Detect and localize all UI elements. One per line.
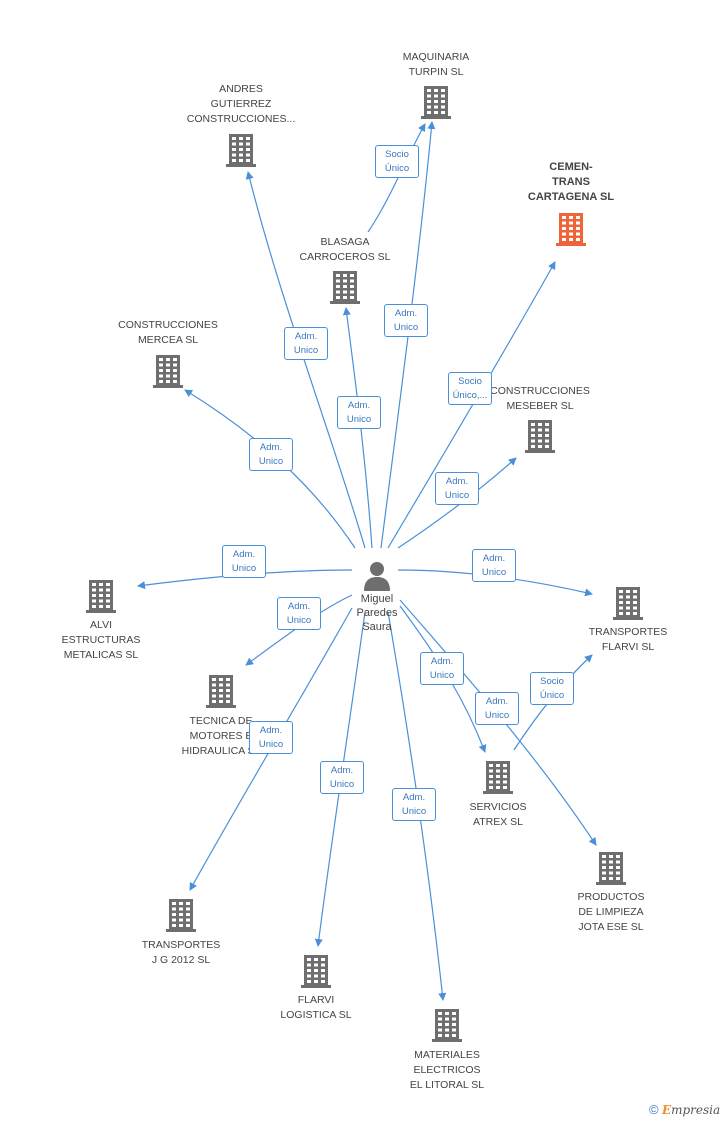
edge-label-atrex-tflarvi[interactable]: Socio Único <box>530 672 574 705</box>
center-person[interactable]: Miguel Paredes Saura <box>337 560 417 634</box>
company-label-alvi[interactable]: ALVI ESTRUCTURAS METALICAS SL <box>41 618 161 663</box>
building-icon <box>153 355 183 388</box>
company-label-atrex[interactable]: SERVICIOS ATREX SL <box>438 800 558 830</box>
building-icon <box>432 1009 462 1042</box>
edge-label-center-mercea[interactable]: Adm. Unico <box>249 438 293 471</box>
building-icon <box>226 134 256 167</box>
edge-label-center-cemen[interactable]: Socio Único,... <box>448 372 492 405</box>
building-icon <box>525 420 555 453</box>
company-name: MATERIALES ELECTRICOS EL LITORAL SL <box>409 1049 485 1091</box>
company-node-mercea[interactable] <box>108 353 228 389</box>
company-name: CEMEN- TRANS CARTAGENA SL <box>527 161 615 203</box>
company-name: CONSTRUCCIONES MESEBER SL <box>490 385 590 412</box>
company-node-blasaga[interactable] <box>285 269 405 305</box>
copyright-icon: © <box>649 1102 659 1117</box>
company-name: ANDRES GUTIERREZ CONSTRUCCIONES... <box>186 83 296 125</box>
company-label-litoral[interactable]: MATERIALES ELECTRICOS EL LITORAL SL <box>387 1048 507 1093</box>
company-label-andres[interactable]: ANDRES GUTIERREZ CONSTRUCCIONES... <box>181 82 301 127</box>
edge-center-cemen <box>387 261 556 549</box>
company-label-cemen[interactable]: CEMEN- TRANS CARTAGENA SL <box>511 160 631 205</box>
building-icon <box>86 580 116 613</box>
edge-label-blasaga-turpin[interactable]: Socio Único <box>375 145 419 178</box>
person-icon <box>364 562 390 591</box>
edge-label-center-tecnica[interactable]: Adm. Unico <box>277 597 321 630</box>
company-label-turpin[interactable]: MAQUINARIA TURPIN SL <box>376 50 496 80</box>
building-icon <box>613 587 643 620</box>
footer-brand: © Empresia <box>649 1102 720 1117</box>
company-label-tflarvi[interactable]: TRANSPORTES FLARVI SL <box>568 625 688 655</box>
building-icon <box>421 86 451 119</box>
building-icon <box>596 852 626 885</box>
company-node-jg[interactable] <box>121 897 241 933</box>
company-node-turpin[interactable] <box>376 84 496 120</box>
company-name: MAQUINARIA TURPIN SL <box>402 51 470 78</box>
edge-label-center-atrex[interactable]: Adm. Unico <box>420 652 464 685</box>
edge-label-center-flarvi[interactable]: Adm. Unico <box>320 761 364 794</box>
company-node-alvi[interactable] <box>41 578 161 614</box>
company-label-mercea[interactable]: CONSTRUCCIONES MERCEA SL <box>108 318 228 348</box>
company-node-meseber[interactable] <box>480 418 600 454</box>
company-name: SERVICIOS ATREX SL <box>469 801 527 828</box>
edge-label-center-litoral[interactable]: Adm. Unico <box>392 788 436 821</box>
edge-label-center-meseber[interactable]: Adm. Unico <box>435 472 479 505</box>
building-icon <box>556 213 586 246</box>
company-node-flarvi[interactable] <box>256 953 376 989</box>
company-node-tecnica[interactable] <box>161 673 281 709</box>
company-name: PRODUCTOS DE LIMPIEZA JOTA ESE SL <box>577 891 645 933</box>
company-name: CONSTRUCCIONES MERCEA SL <box>118 319 218 346</box>
building-icon <box>206 675 236 708</box>
building-icon <box>483 761 513 794</box>
company-node-andres[interactable] <box>181 132 301 168</box>
company-name: FLARVI LOGISTICA SL <box>280 994 352 1021</box>
company-node-atrex[interactable] <box>438 759 558 795</box>
person-name: Miguel Paredes Saura <box>356 593 398 633</box>
edge-label-center-turpin[interactable]: Adm. Unico <box>384 304 428 337</box>
company-name: ALVI ESTRUCTURAS METALICAS SL <box>61 619 141 661</box>
company-label-blasaga[interactable]: BLASAGA CARROCEROS SL <box>285 235 405 265</box>
edge-label-center-jota[interactable]: Adm. Unico <box>475 692 519 725</box>
company-label-meseber[interactable]: CONSTRUCCIONES MESEBER SL <box>480 384 600 414</box>
edge-label-center-alvi[interactable]: Adm. Unico <box>222 545 266 578</box>
edge-label-center-jg[interactable]: Adm. Unico <box>249 721 293 754</box>
company-node-tflarvi[interactable] <box>568 585 688 621</box>
company-label-flarvi[interactable]: FLARVI LOGISTICA SL <box>256 993 376 1023</box>
company-name: TRANSPORTES FLARVI SL <box>588 626 668 653</box>
brand-logo[interactable]: Empresia <box>661 1103 721 1117</box>
company-node-litoral[interactable] <box>387 1007 507 1043</box>
edge-center-andres <box>245 171 366 549</box>
company-node-jota[interactable] <box>551 850 671 886</box>
edge-label-center-blasaga[interactable]: Adm. Unico <box>337 396 381 429</box>
company-label-jota[interactable]: PRODUCTOS DE LIMPIEZA JOTA ESE SL <box>551 890 671 935</box>
edge-blasaga-turpin <box>367 123 426 233</box>
company-node-cemen[interactable] <box>511 211 631 247</box>
building-icon <box>166 899 196 932</box>
edge-label-center-andres[interactable]: Adm. Unico <box>284 327 328 360</box>
building-icon <box>301 955 331 988</box>
company-label-jg[interactable]: TRANSPORTES J G 2012 SL <box>121 938 241 968</box>
edge-label-center-tflarvi[interactable]: Adm. Unico <box>472 549 516 582</box>
company-name: TRANSPORTES J G 2012 SL <box>141 939 221 966</box>
company-name: BLASAGA CARROCEROS SL <box>299 236 391 263</box>
building-icon <box>330 271 360 304</box>
